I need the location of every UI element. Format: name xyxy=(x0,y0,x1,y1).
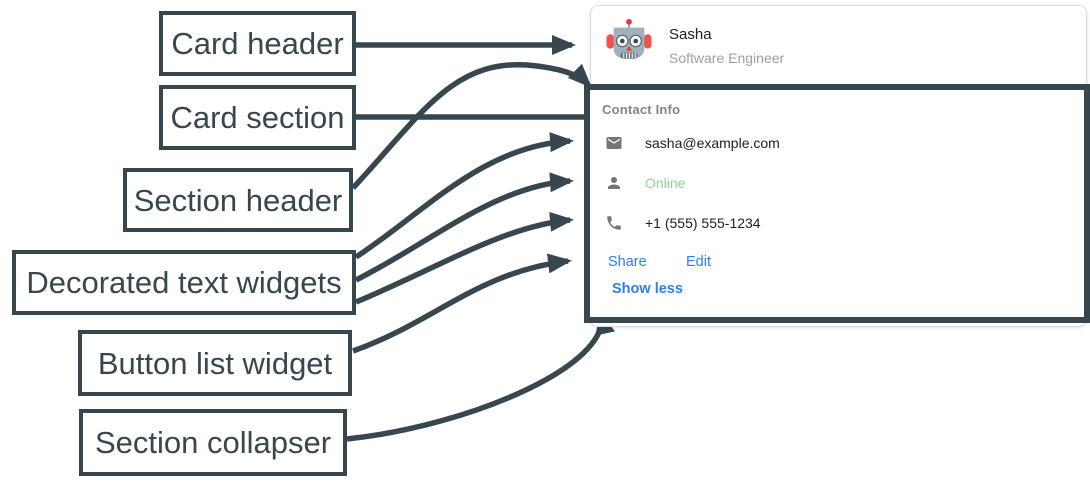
arrow-decorated-text-phone xyxy=(354,211,574,305)
contact-row-text: +1 (555) 555-1234 xyxy=(645,215,761,231)
arrow-decorated-text-email xyxy=(354,132,574,260)
label-card-section: Card section xyxy=(159,85,356,150)
section-header-title: Contact Info xyxy=(602,102,681,117)
arrow-decorated-text-online xyxy=(354,172,574,283)
share-button[interactable]: Share xyxy=(608,254,647,270)
label-section-header: Section header xyxy=(123,168,353,232)
card-header: Sasha Software Engineer xyxy=(591,6,1086,85)
contact-row-text: sasha@example.com xyxy=(645,135,780,151)
label-decorated-text-widgets: Decorated text widgets xyxy=(12,250,356,315)
contact-row-text: Online xyxy=(645,175,686,191)
arrow-section-collapser xyxy=(346,310,615,442)
contact-subtitle: Software Engineer xyxy=(669,50,785,66)
label-text: Section header xyxy=(133,182,343,218)
contact-row-status: Online xyxy=(590,174,1084,196)
label-button-list-widget: Button list widget xyxy=(78,330,352,396)
edit-button[interactable]: Edit xyxy=(686,254,711,270)
arrow-section-header xyxy=(350,62,592,190)
label-text: Card section xyxy=(170,100,345,135)
arrow-button-list xyxy=(352,253,572,354)
contact-row-phone: +1 (555) 555-1234 xyxy=(590,214,1084,236)
card-section: Contact Info sasha@example.com Online +1… xyxy=(584,84,1090,323)
robot-avatar xyxy=(606,18,652,59)
label-text: Section collapser xyxy=(94,425,332,460)
contact-name: Sasha xyxy=(669,26,712,43)
label-card-header: Card header xyxy=(159,11,356,76)
contact-row-email: sasha@example.com xyxy=(590,134,1084,156)
label-text: Decorated text widgets xyxy=(26,265,342,300)
person-icon xyxy=(605,174,623,192)
phone-icon xyxy=(605,214,623,232)
label-section-collapser: Section collapser xyxy=(79,409,347,476)
label-text: Card header xyxy=(171,26,344,61)
mail-icon xyxy=(605,134,623,152)
show-less-button[interactable]: Show less xyxy=(612,281,683,297)
label-text: Button list widget xyxy=(97,345,333,381)
